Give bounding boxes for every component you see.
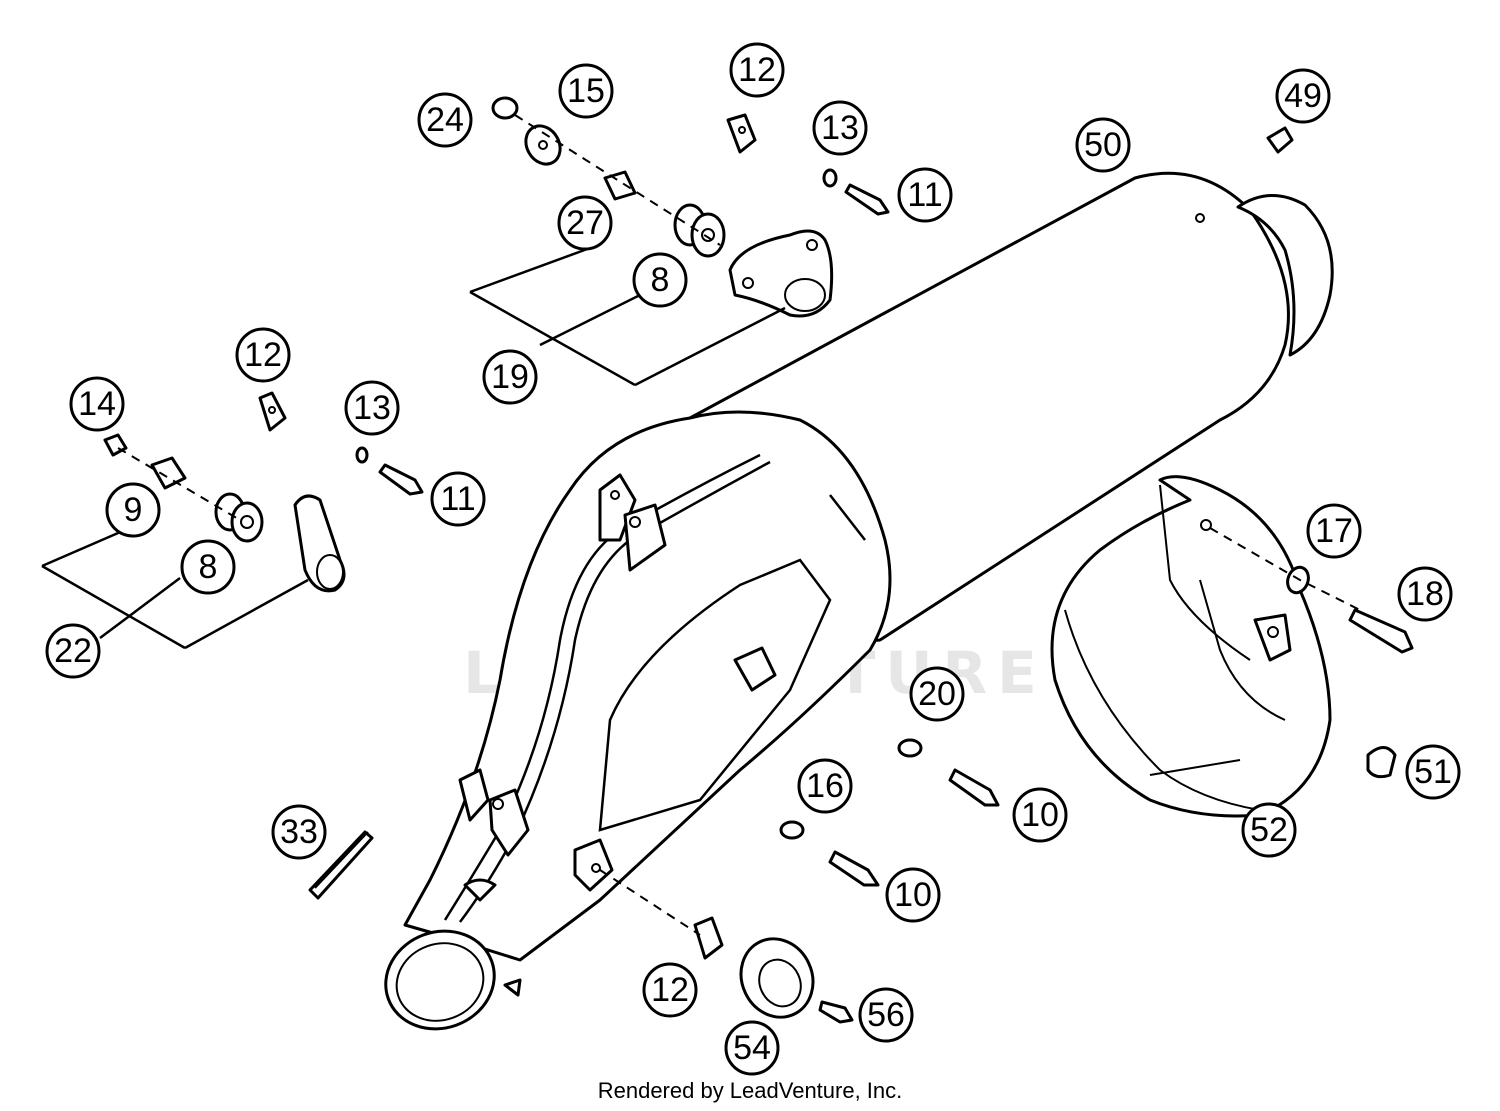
callout-19-label: 19 <box>491 358 529 396</box>
callout-50: 50 <box>1075 117 1131 173</box>
callout-22-label: 22 <box>54 632 92 670</box>
callout-12c: 12 <box>642 962 698 1018</box>
callout-8a: 8 <box>632 252 688 308</box>
callout-9: 9 <box>105 482 161 538</box>
callout-10a: 10 <box>1012 787 1068 843</box>
callout-12b: 12 <box>235 327 291 383</box>
callout-10b: 10 <box>885 867 941 923</box>
callout-51-label: 51 <box>1414 753 1452 791</box>
callout-49: 49 <box>1275 68 1331 124</box>
callout-12c-label: 12 <box>651 971 689 1009</box>
callout-16-label: 16 <box>806 767 844 805</box>
callout-50-label: 50 <box>1084 126 1122 164</box>
callout-15-label: 15 <box>567 72 605 110</box>
callout-20: 20 <box>909 666 965 722</box>
callout-13a-label: 13 <box>821 109 859 147</box>
callout-17: 17 <box>1306 503 1362 559</box>
callout-52-label: 52 <box>1250 811 1288 849</box>
callout-12a-label: 12 <box>738 51 776 89</box>
callout-12b-label: 12 <box>244 336 282 374</box>
callout-16: 16 <box>797 758 853 814</box>
callout-24-label: 24 <box>426 101 464 139</box>
callout-49-label: 49 <box>1284 77 1322 115</box>
callout-18: 18 <box>1397 566 1453 622</box>
callout-27-label: 27 <box>566 204 604 242</box>
callout-18-label: 18 <box>1406 575 1444 613</box>
callout-33-label: 33 <box>280 813 318 851</box>
silencer-body[interactable] <box>372 171 1334 1044</box>
callout-56-label: 56 <box>867 996 905 1034</box>
callout-11b: 11 <box>430 471 486 527</box>
callout-19: 19 <box>482 349 538 405</box>
callout-11b-label: 11 <box>440 480 475 518</box>
callout-33: 33 <box>271 804 327 860</box>
callout-8b: 8 <box>180 539 236 595</box>
callout-20-label: 20 <box>918 675 956 713</box>
callout-54: 54 <box>724 1020 780 1076</box>
footer-credit: Rendered by LeadVenture, Inc. <box>598 1078 903 1103</box>
callout-13b: 13 <box>344 380 400 436</box>
callout-9-label: 9 <box>124 491 143 529</box>
callout-10b-label: 10 <box>894 876 932 914</box>
callout-56: 56 <box>858 987 914 1043</box>
callout-13b-label: 13 <box>353 389 391 427</box>
callout-17-label: 17 <box>1315 512 1353 550</box>
callout-54-label: 54 <box>733 1029 771 1067</box>
heat-shield-52[interactable] <box>1050 475 1332 818</box>
callout-11a-label: 11 <box>907 176 942 214</box>
callout-8b-label: 8 <box>199 548 218 586</box>
callout-11a: 11 <box>897 167 953 223</box>
upper-bracket-assembly[interactable] <box>469 96 890 387</box>
callout-12a: 12 <box>729 42 785 98</box>
callout-24: 24 <box>417 92 473 148</box>
callout-51: 51 <box>1405 744 1461 800</box>
callout-22: 22 <box>45 623 101 679</box>
callout-52: 52 <box>1241 802 1297 858</box>
callout-27: 27 <box>557 195 613 251</box>
hardware-parts[interactable] <box>308 126 1414 1029</box>
callout-13a: 13 <box>812 100 868 156</box>
callout-8a-label: 8 <box>651 261 670 299</box>
callout-10a-label: 10 <box>1021 796 1059 834</box>
left-bracket-assembly[interactable] <box>41 391 424 650</box>
callout-14: 14 <box>69 376 125 432</box>
callout-14-label: 14 <box>78 385 116 423</box>
callout-15: 15 <box>558 63 614 119</box>
